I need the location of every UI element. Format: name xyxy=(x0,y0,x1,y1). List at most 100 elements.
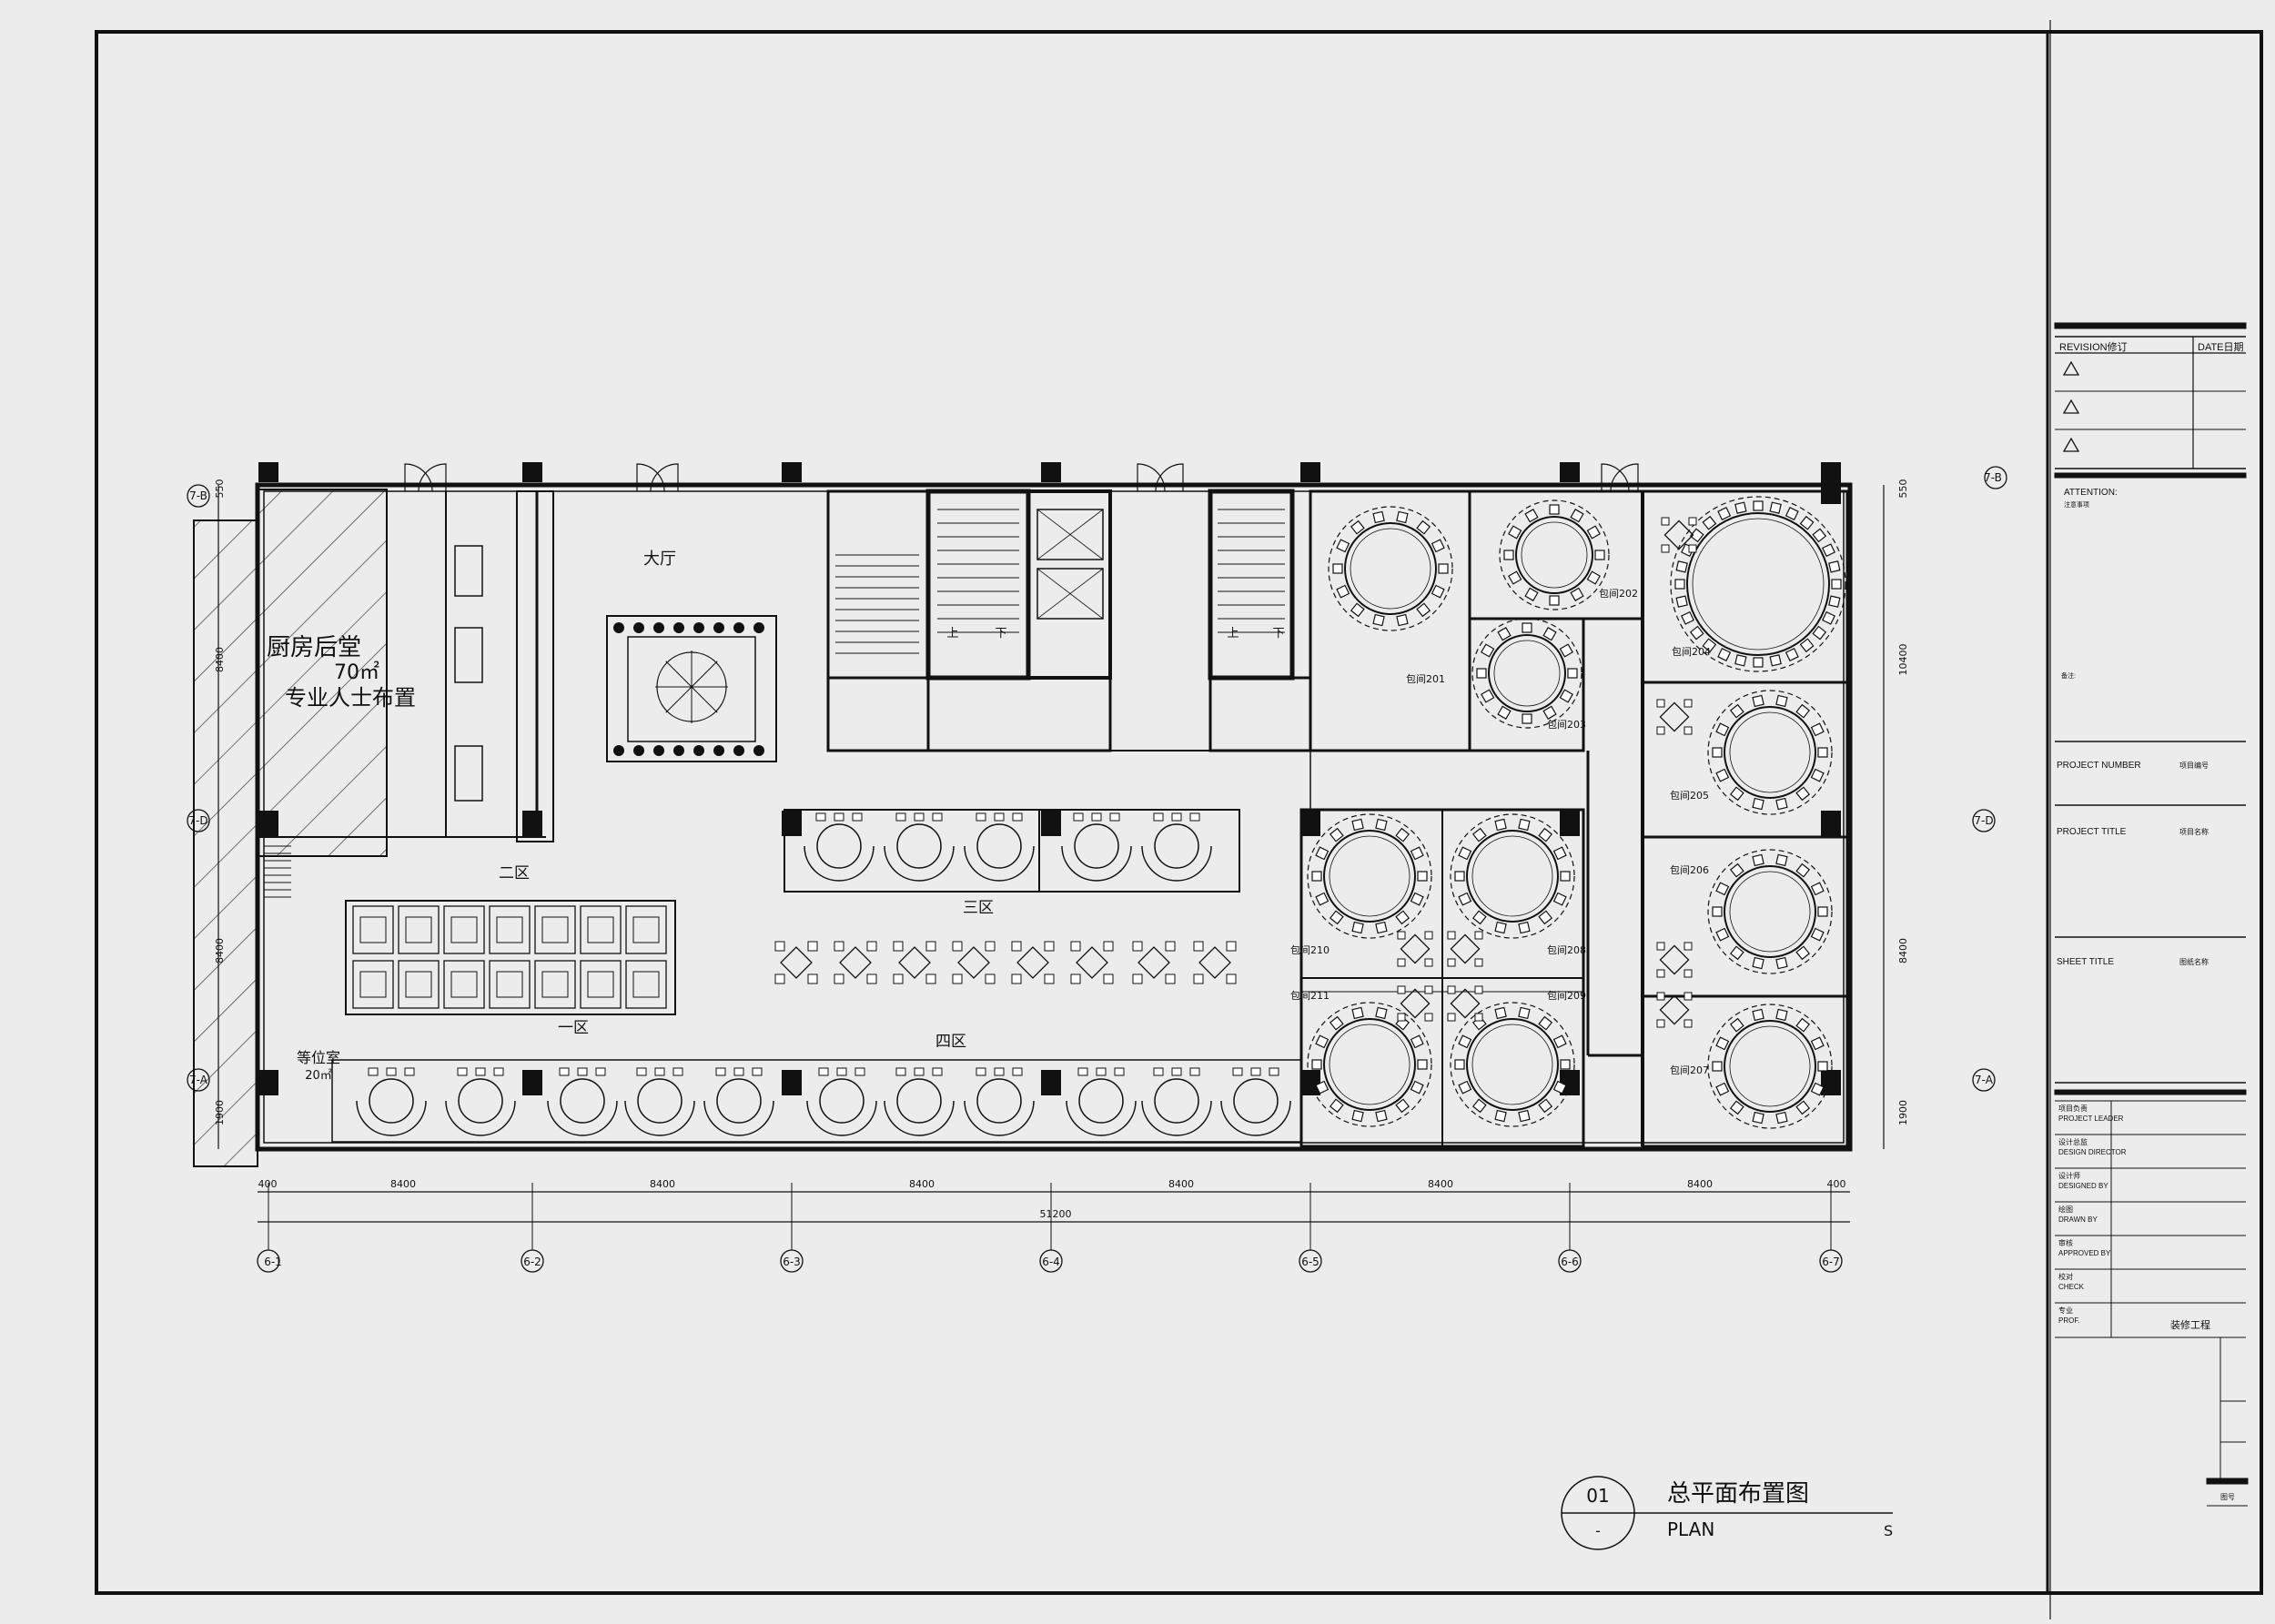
title-block-row-en: DESIGNED BY xyxy=(2058,1182,2108,1190)
round-table xyxy=(1466,1018,1559,1111)
hall-stool xyxy=(733,745,744,756)
round-table-inner xyxy=(1329,835,1410,917)
booth-table xyxy=(625,905,667,954)
chair xyxy=(1810,1036,1825,1051)
grid-bubble-label: 6-3 xyxy=(783,1256,801,1268)
revision-triangle-icon xyxy=(2062,398,2080,414)
chair xyxy=(1503,550,1514,560)
chair xyxy=(1458,1080,1472,1094)
chair xyxy=(1689,625,1704,641)
chair xyxy=(1795,703,1811,719)
table-top xyxy=(496,971,523,998)
chair xyxy=(985,941,996,952)
revision-triangle-icon xyxy=(2062,360,2080,376)
booth-table xyxy=(896,823,942,869)
chair xyxy=(1070,973,1081,984)
hall-centerpiece-ray xyxy=(665,686,693,713)
chair xyxy=(1812,528,1827,543)
square-table xyxy=(839,946,872,979)
chair xyxy=(1103,941,1114,952)
dim-bottom: 400 xyxy=(1827,1178,1846,1190)
booth-seat xyxy=(884,1100,955,1136)
grid-bubble xyxy=(1972,1068,1996,1092)
chair xyxy=(1454,1059,1465,1070)
date-label: DATE日期 xyxy=(2198,342,2244,353)
chair xyxy=(1684,992,1693,1001)
chair xyxy=(1226,973,1237,984)
dim-right: 550 xyxy=(1897,479,1909,499)
chair xyxy=(895,812,906,822)
dim-right: 10400 xyxy=(1897,644,1909,676)
chair xyxy=(1494,1006,1507,1020)
chair xyxy=(932,1067,943,1076)
booth-seat xyxy=(884,845,955,882)
square-table xyxy=(1198,946,1231,979)
chair xyxy=(1417,1059,1428,1070)
chair xyxy=(1799,638,1815,653)
chair xyxy=(1458,846,1472,861)
round-table xyxy=(1323,1018,1416,1111)
chair xyxy=(1674,579,1685,590)
chair xyxy=(1336,584,1350,599)
table-boundary xyxy=(1328,506,1453,631)
booth-seat xyxy=(547,1100,618,1136)
chair xyxy=(1109,812,1120,822)
chair xyxy=(834,973,844,984)
private-room-label: 包间208 xyxy=(1547,944,1586,956)
booth-table xyxy=(1074,823,1119,869)
chair xyxy=(1329,827,1344,842)
hall-stool xyxy=(673,622,684,633)
project-title-label: PROJECT TITLE xyxy=(2057,827,2127,837)
chair xyxy=(1729,862,1744,878)
chair xyxy=(1416,519,1431,535)
private-room-label: 包间201 xyxy=(1406,673,1445,685)
title-block-row-cn: 设计总监 xyxy=(2058,1138,2088,1146)
plan-details xyxy=(187,462,2007,1273)
square-table xyxy=(1663,519,1694,550)
grid-bubble-label: 7-B xyxy=(189,489,207,502)
grid-bubble-label: 6-4 xyxy=(1042,1256,1060,1268)
chair xyxy=(1518,818,1531,832)
booth-table xyxy=(819,1078,864,1124)
booth-table xyxy=(398,960,440,1009)
chair xyxy=(1226,941,1237,952)
chair xyxy=(1474,931,1483,940)
table-boundary xyxy=(1670,496,1846,672)
floor-plan xyxy=(193,482,1853,1167)
booth-table xyxy=(1078,1078,1124,1124)
table-boundary xyxy=(1471,618,1582,729)
chair xyxy=(1518,1006,1531,1020)
chair xyxy=(1474,1013,1483,1022)
square-table xyxy=(1659,994,1690,1025)
project-title-cn: 项目名称 xyxy=(2179,828,2209,836)
room-labels: 厨房后堂 70㎡ 专业人士布置 大厅 二区 三区 一区 四区 等位室 20㎡ 上… xyxy=(267,550,1285,1083)
chair xyxy=(1508,525,1522,540)
chair xyxy=(577,1067,588,1076)
chair xyxy=(1397,931,1406,940)
title-block-row-en: DRAWN BY xyxy=(2058,1215,2098,1224)
chair xyxy=(1375,921,1388,934)
booth-table xyxy=(458,1078,503,1124)
chair xyxy=(368,1067,379,1076)
chair xyxy=(1795,1017,1811,1033)
chair xyxy=(1538,827,1553,842)
chair xyxy=(1447,931,1456,940)
attention-label: ATTENTION: xyxy=(2064,488,2118,498)
chair xyxy=(1522,713,1532,724)
round-table-inner xyxy=(1471,835,1553,917)
drawing-sub: - xyxy=(1595,1522,1601,1539)
chair xyxy=(1458,1034,1472,1049)
elevator xyxy=(1036,568,1104,620)
chair xyxy=(1153,812,1164,822)
chair xyxy=(1193,941,1204,952)
chair xyxy=(1171,812,1182,822)
project-number-label: PROJECT NUMBER xyxy=(2057,761,2141,771)
chair xyxy=(1552,1080,1567,1094)
title-block-row-cn: 审核 xyxy=(2058,1239,2073,1247)
structural-column xyxy=(1041,1070,1061,1095)
booth-table xyxy=(369,1078,414,1124)
chair xyxy=(1372,510,1385,524)
chair xyxy=(386,1067,397,1076)
hall-stool xyxy=(673,745,684,756)
